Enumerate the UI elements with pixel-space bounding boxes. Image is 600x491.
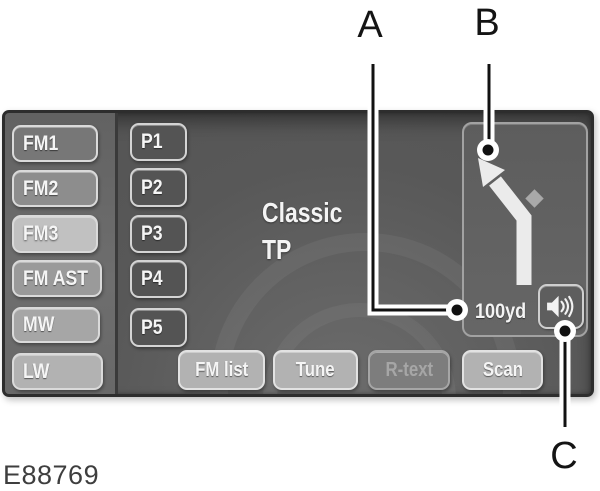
band-button-label: LW (23, 359, 50, 383)
traffic-programme-indicator: TP (262, 234, 298, 266)
band-button-label: FM3 (23, 222, 59, 245)
tune-button[interactable]: Tune (273, 350, 358, 390)
station-name: Classic (262, 197, 360, 229)
band-button-label: MW (23, 313, 55, 336)
band-button-label: FM1 (23, 131, 59, 155)
preset-button-label: P5 (141, 315, 163, 339)
radio-display-screen: FM1 FM2 FM3 FM AST MW LW P1 P2 P3 P4 P5 … (2, 110, 594, 397)
preset-button-label: P3 (141, 222, 163, 245)
figure-code: E88769 (3, 460, 100, 490)
nav-audio-button[interactable] (538, 284, 584, 329)
scan-button-label: Scan (482, 358, 523, 381)
preset-button-p3[interactable]: P3 (130, 215, 187, 253)
preset-button-label: P2 (141, 175, 163, 199)
bear-left-turn-arrow-icon (478, 158, 544, 285)
band-button-lw[interactable]: LW (12, 353, 103, 390)
callout-c-label: C (550, 435, 578, 477)
nav-distance: 100yd (475, 300, 535, 324)
preset-button-p5[interactable]: P5 (130, 308, 187, 347)
speaker-volume-icon (546, 295, 573, 318)
callout-a-label: A (357, 4, 383, 46)
band-button-label: FM2 (23, 176, 59, 200)
band-button-mw[interactable]: MW (12, 307, 100, 343)
nav-distance-text: 100yd (475, 300, 527, 323)
fm-list-button-label: FM list (194, 358, 249, 381)
band-button-fm3-selected[interactable]: FM3 (12, 215, 98, 253)
callout-b-label: B (474, 2, 500, 44)
preset-button-p2[interactable]: P2 (130, 168, 187, 207)
r-text-button-disabled[interactable]: R-text (368, 350, 450, 390)
preset-button-label: P1 (141, 130, 163, 153)
band-button-label: FM AST (23, 266, 89, 290)
tune-button-label: Tune (296, 358, 335, 381)
traffic-programme-text: TP (262, 234, 292, 265)
band-button-fm-ast[interactable]: FM AST (12, 260, 102, 297)
preset-button-p1[interactable]: P1 (130, 123, 187, 161)
preset-button-p4[interactable]: P4 (130, 260, 187, 298)
nav-turn-panel: 100yd (462, 122, 588, 337)
preset-button-label: P4 (141, 267, 163, 290)
station-name-text: Classic (262, 197, 343, 228)
scan-button[interactable]: Scan (462, 350, 543, 390)
fm-list-button[interactable]: FM list (178, 350, 265, 390)
band-button-fm2[interactable]: FM2 (12, 170, 98, 207)
band-button-fm1[interactable]: FM1 (12, 125, 98, 162)
r-text-button-label: R-text (385, 358, 433, 381)
